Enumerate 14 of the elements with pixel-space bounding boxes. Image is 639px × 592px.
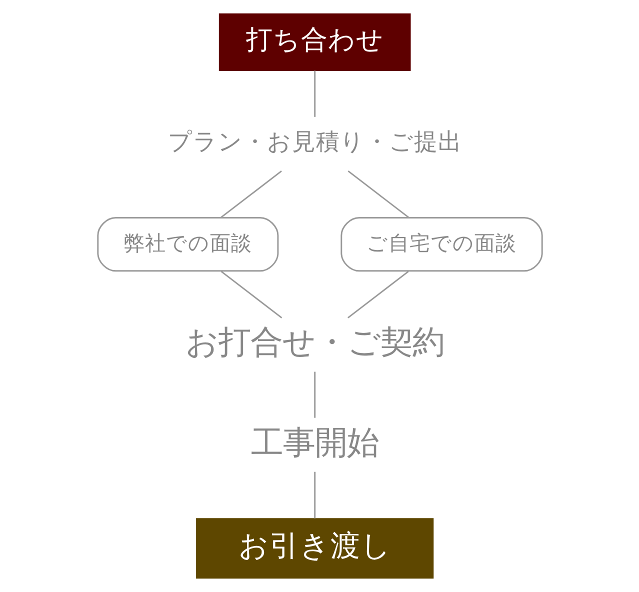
node-text: お打合せ・ご契約 xyxy=(184,322,444,361)
connector xyxy=(220,170,282,218)
node-box: お引き渡し xyxy=(196,518,434,579)
connector xyxy=(347,170,409,218)
connector xyxy=(220,270,282,318)
connector xyxy=(347,270,408,318)
node-text: 工事開始 xyxy=(250,423,378,462)
connector xyxy=(314,372,316,418)
node-box: 弊社での面談 xyxy=(96,217,278,272)
node-text: プラン・お見積り・ご提出 xyxy=(167,128,462,156)
connector xyxy=(314,70,316,117)
connector xyxy=(314,472,316,518)
node-box: ご自宅での面談 xyxy=(340,217,542,272)
node-box: 打ち合わせ xyxy=(218,13,410,71)
